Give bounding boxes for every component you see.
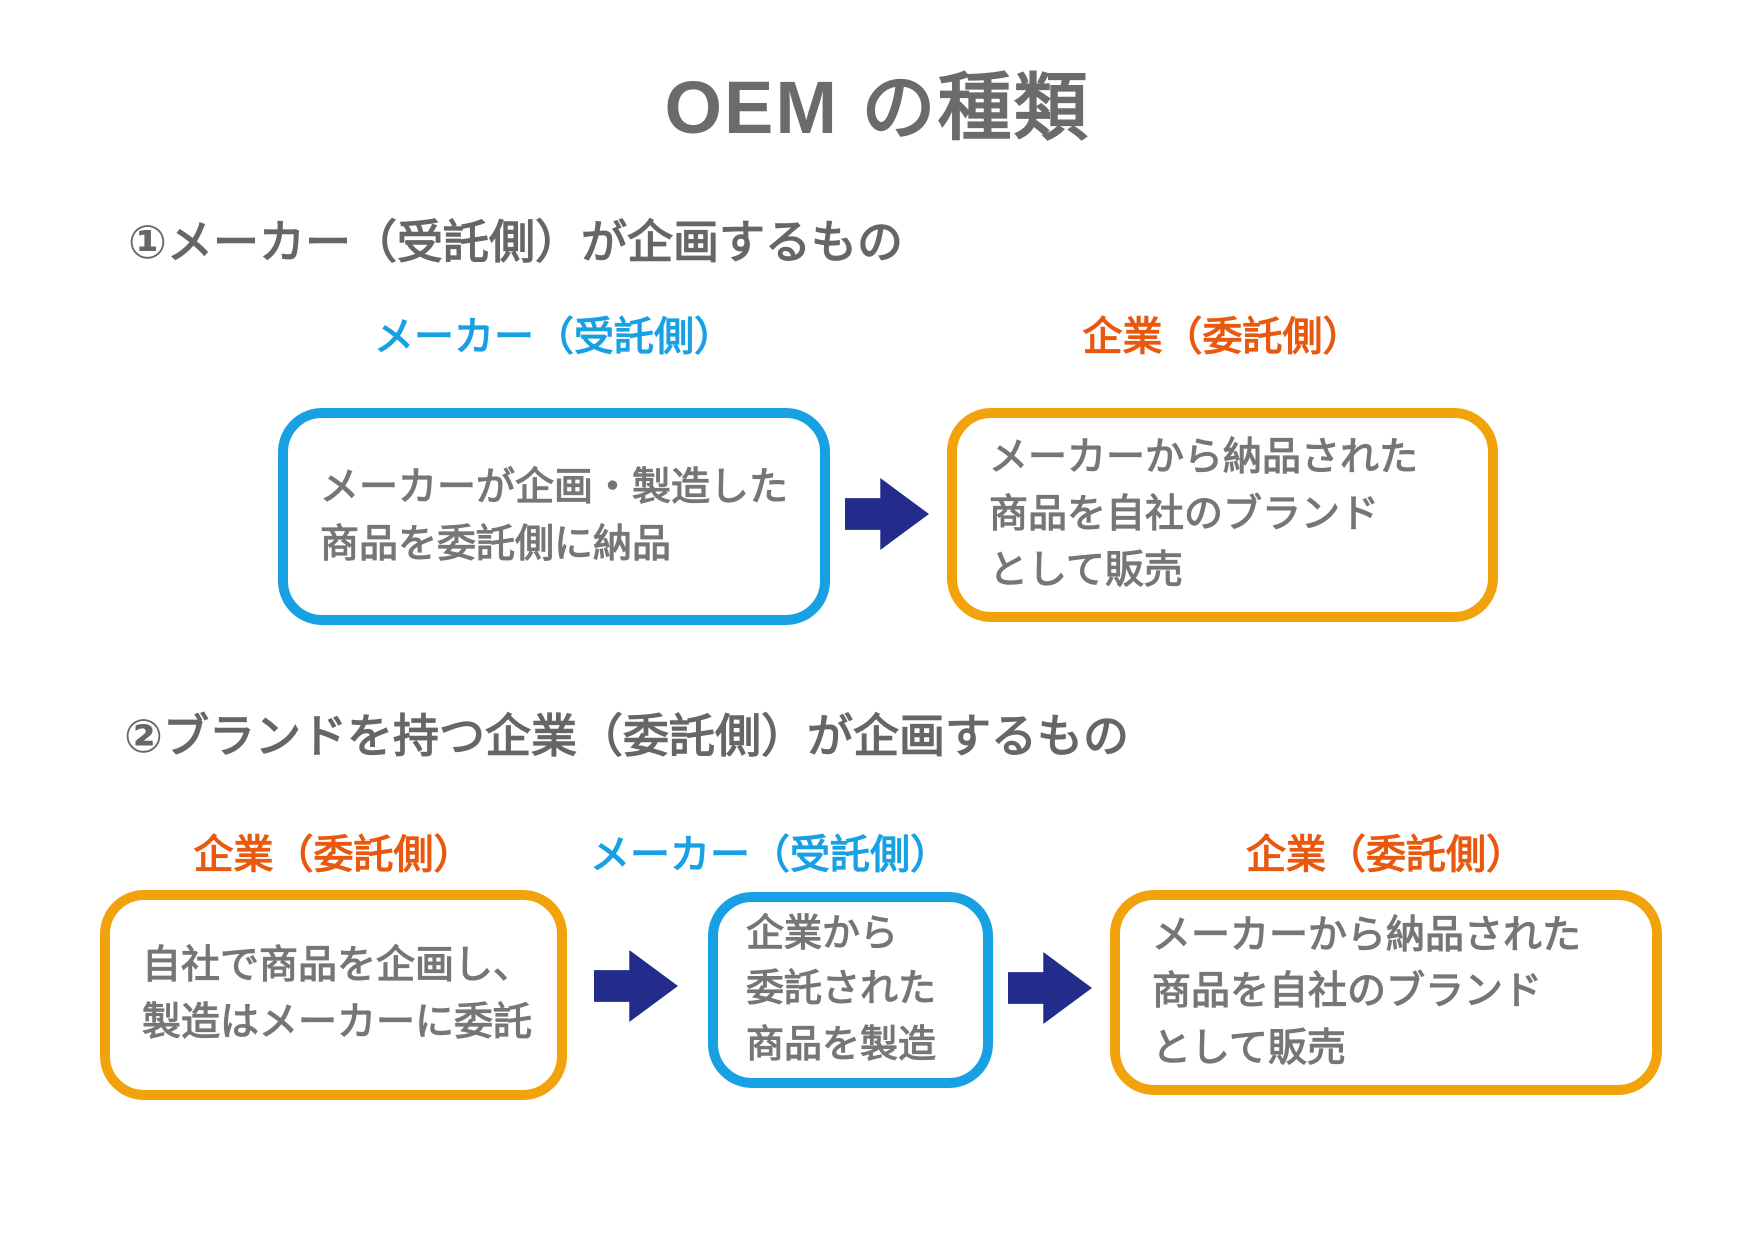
section2-company1-label: 企業（委託側）	[193, 833, 474, 877]
section2-maker-label: メーカー（受託側）	[590, 833, 950, 877]
section2-heading: ②ブランドを持つ企業（委託側）が企画するもの	[124, 710, 1129, 762]
section2-company2-box-text: メーカーから納品された 商品を自社のブランド として販売	[1152, 913, 1582, 1070]
diagram-title: OEM の種類	[664, 66, 1090, 149]
arrow-right-icon	[594, 950, 678, 1022]
section2-maker-box-text: 企業から 委託された 商品を製造	[746, 913, 937, 1066]
section1-maker-box-text: メーカーが企画・製造した 商品を委託側に納品	[320, 465, 789, 566]
section1-company-box: メーカーから納品された 商品を自社のブランド として販売	[947, 408, 1498, 622]
section2-company1-box: 自社で商品を企画し、 製造はメーカーに委託	[100, 890, 567, 1100]
section2-maker-box: 企業から 委託された 商品を製造	[708, 892, 993, 1088]
section1-maker-box: メーカーが企画・製造した 商品を委託側に納品	[278, 408, 830, 625]
section2-company2-label: 企業（委託側）	[1246, 833, 1526, 877]
section1-company-label: 企業（委託側）	[1082, 315, 1363, 359]
arrow-right-icon	[1008, 952, 1092, 1024]
section1-heading: ①メーカー（受託側）が企画するもの	[128, 216, 903, 268]
section1-maker-label: メーカー（受託側）	[374, 315, 734, 359]
section1-company-box-text: メーカーから納品された 商品を自社のブランド として販売	[989, 436, 1419, 593]
section2-company2-box: メーカーから納品された 商品を自社のブランド として販売	[1110, 890, 1662, 1095]
section2-company1-box-text: 自社で商品を企画し、 製造はメーカーに委託	[142, 944, 533, 1044]
arrow-right-icon	[845, 478, 929, 550]
